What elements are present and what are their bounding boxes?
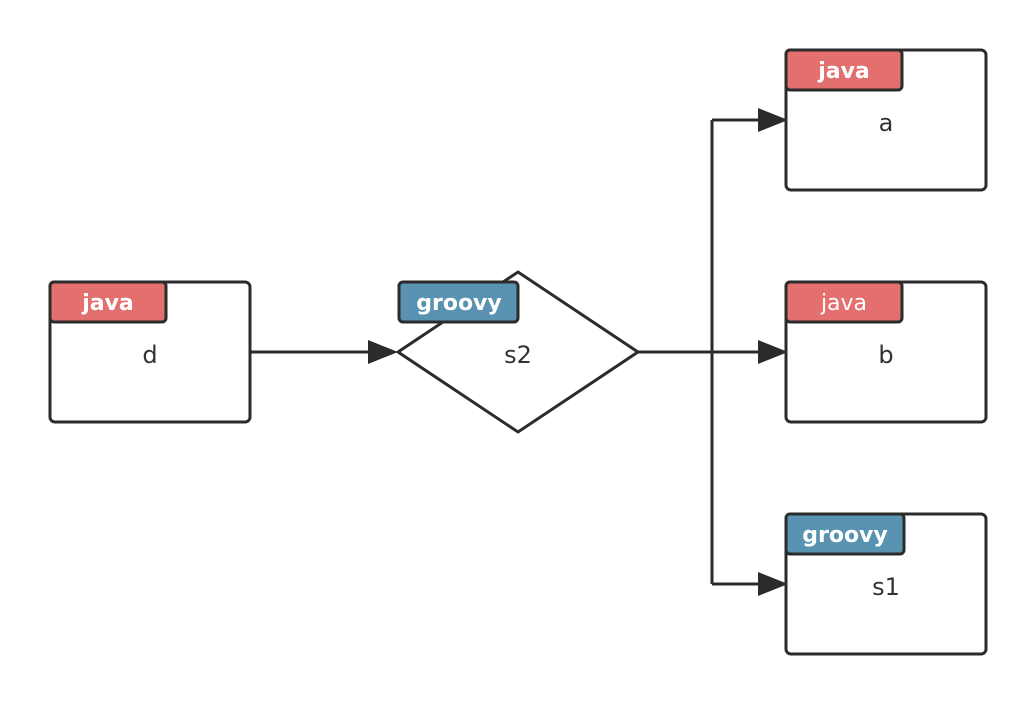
node-d-label: d <box>142 341 157 369</box>
node-s2[interactable]: groovy s2 <box>395 270 641 434</box>
node-s1-label: s1 <box>872 573 900 601</box>
node-a-tag-label: java <box>817 59 870 84</box>
arrowhead-b <box>758 340 788 364</box>
node-s1[interactable]: groovy s1 <box>784 512 988 656</box>
node-a[interactable]: java a <box>784 48 988 192</box>
node-s2-tag-label: groovy <box>416 291 502 316</box>
node-s2-tag <box>397 280 520 324</box>
node-b-tag-label: java <box>820 291 867 316</box>
node-a-tag <box>784 48 904 92</box>
node-s1-tag <box>784 512 906 556</box>
node-b[interactable]: java b <box>784 280 988 424</box>
arrowhead-s1 <box>758 572 788 596</box>
node-s2-label: s2 <box>504 341 532 369</box>
node-d-tag-label: java <box>81 291 134 316</box>
arrowhead-s2 <box>368 340 398 364</box>
edges <box>250 108 788 596</box>
node-a-label: a <box>879 109 894 137</box>
node-b-tag <box>784 280 904 324</box>
node-d-tag <box>48 280 168 324</box>
arrowhead-a <box>758 108 788 132</box>
node-d[interactable]: java d <box>48 280 252 424</box>
node-b-label: b <box>878 341 893 369</box>
node-s1-tag-label: groovy <box>802 523 888 548</box>
